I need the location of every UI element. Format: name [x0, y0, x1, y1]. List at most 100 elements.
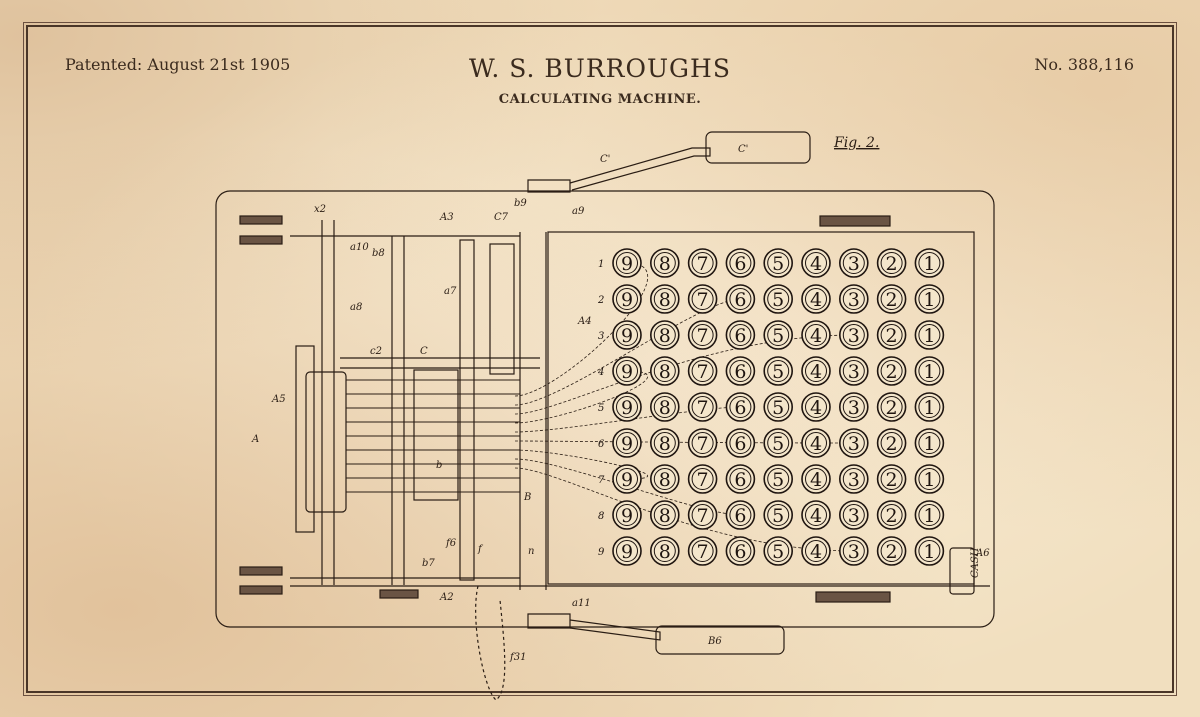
label-f31: f31 — [509, 652, 526, 663]
key-inner-ring — [729, 540, 752, 562]
key-inner-ring — [653, 432, 676, 454]
key-digit: 8 — [659, 505, 671, 527]
key-inner-ring — [880, 360, 903, 382]
key-1-4: 4 — [801, 248, 831, 278]
key-digit: 7 — [697, 541, 709, 563]
key-7-5: 5 — [763, 464, 794, 494]
key-outer-ring — [763, 392, 794, 422]
key-outer-ring — [838, 320, 869, 350]
key-inner-ring — [805, 324, 827, 346]
key-5-2: 2 — [876, 392, 907, 422]
key-digit: 8 — [659, 289, 671, 311]
key-6-4: 4 — [801, 428, 831, 458]
key-digit: 1 — [923, 541, 935, 563]
label-n: n — [528, 546, 534, 557]
key-6-2: 2 — [876, 428, 907, 458]
key-outer-ring — [763, 500, 794, 530]
key-outer-ring — [725, 356, 756, 386]
key-outer-ring — [612, 536, 642, 566]
key-2-7: 7 — [687, 284, 718, 314]
row-number: 5 — [598, 403, 604, 414]
patent-number: No. 388,116 — [1034, 55, 1134, 74]
key-outer-ring — [612, 464, 642, 494]
key-outer-ring — [687, 356, 718, 386]
key-digit: 4 — [810, 541, 822, 563]
key-digit: 6 — [734, 505, 746, 527]
key-outer-ring — [914, 320, 945, 350]
figure-label: Fig. 2. — [833, 135, 879, 151]
side-block — [819, 215, 891, 227]
side-block — [239, 235, 283, 245]
key-6-3: 3 — [838, 428, 869, 458]
key-7-1: 1 — [914, 464, 945, 494]
key-outer-ring — [612, 428, 642, 458]
key-inner-ring — [767, 468, 790, 490]
key-outer-ring — [612, 248, 642, 278]
key-inner-ring — [729, 360, 752, 382]
key-outer-ring — [649, 428, 680, 458]
key-7-8: 8 — [649, 464, 680, 494]
key-digit: 6 — [734, 469, 746, 491]
label-a9: a9 — [572, 206, 585, 217]
key-outer-ring — [612, 392, 642, 422]
key-2-5: 5 — [763, 284, 794, 314]
key-8-5: 5 — [763, 500, 794, 530]
key-inner-ring — [653, 324, 676, 346]
key-5-5: 5 — [763, 392, 794, 422]
key-inner-ring — [729, 288, 752, 310]
key-5-4: 4 — [801, 392, 831, 422]
label-f6: f6 — [445, 538, 457, 549]
key-inner-ring — [918, 504, 941, 526]
key-digit: 6 — [734, 289, 746, 311]
linkage-line — [514, 370, 648, 424]
key-inner-ring — [729, 396, 752, 418]
key-digit: 3 — [848, 469, 860, 491]
key-digit: 1 — [923, 325, 935, 347]
key-digit: 2 — [886, 253, 898, 275]
key-outer-ring — [687, 320, 718, 350]
key-digit: 8 — [659, 397, 671, 419]
key-digit: 2 — [886, 289, 898, 311]
key-inner-ring — [880, 504, 903, 526]
key-outer-ring — [763, 536, 794, 566]
key-9-5: 5 — [763, 536, 794, 566]
key-inner-ring — [842, 360, 865, 382]
side-block — [239, 215, 283, 225]
key-digit: 9 — [621, 325, 633, 347]
key-digit: 6 — [734, 433, 746, 455]
key-digit: 5 — [772, 469, 784, 491]
key-inner-ring — [805, 252, 827, 274]
bottom-pivot — [527, 613, 571, 629]
key-outer-ring — [725, 320, 756, 350]
key-3-3: 3 — [838, 320, 869, 350]
column — [459, 239, 475, 581]
key-inner-ring — [805, 396, 827, 418]
key-digit: 9 — [621, 433, 633, 455]
key-digit: 3 — [848, 505, 860, 527]
key-digit: 8 — [659, 253, 671, 275]
key-outer-ring — [876, 248, 907, 278]
key-inner-ring — [729, 324, 752, 346]
key-inner-ring — [880, 252, 903, 274]
label-c2: c2 — [370, 346, 382, 357]
key-inner-ring — [616, 540, 638, 562]
label-b8: b8 — [372, 248, 385, 259]
label-a3: A3 — [439, 212, 454, 223]
key-digit: 1 — [923, 253, 935, 275]
linkage-line — [514, 458, 741, 516]
key-inner-ring — [767, 504, 790, 526]
linkage-line — [514, 467, 854, 552]
key-outer-ring — [725, 428, 756, 458]
key-inner-ring — [653, 360, 676, 382]
key-outer-ring — [649, 464, 680, 494]
handle-bottom-label: B6 — [707, 636, 722, 647]
key-inner-ring — [805, 360, 827, 382]
key-digit: 4 — [810, 469, 822, 491]
key-4-3: 3 — [838, 356, 869, 386]
side-block — [239, 566, 283, 576]
key-inner-ring — [842, 504, 865, 526]
key-8-7: 7 — [687, 500, 718, 530]
label-a6: A6 — [975, 548, 990, 559]
key-inner-ring — [616, 360, 638, 382]
key-4-9: 9 — [612, 356, 642, 386]
